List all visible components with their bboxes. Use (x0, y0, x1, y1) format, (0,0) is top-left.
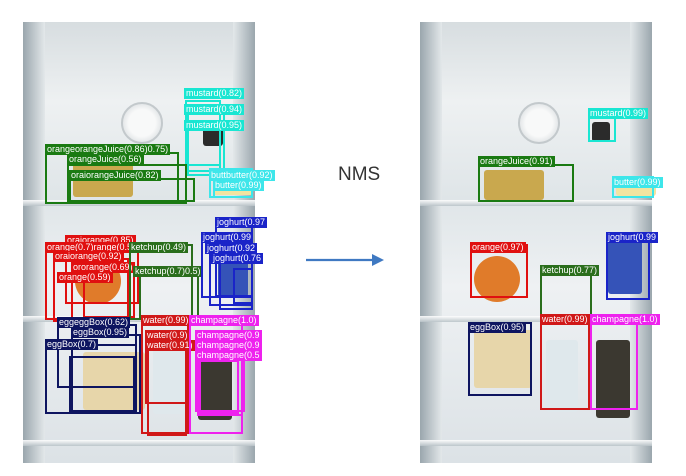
orange-fruit (474, 256, 520, 302)
detection-label-water: water(0.91) (145, 340, 195, 351)
detection-label-egg-box: eggBox(0.7) (45, 339, 99, 350)
fridge-shelf (420, 440, 652, 446)
detection-label-ketchup: ketchup(0.77) (540, 265, 600, 276)
fridge-left-wall (420, 22, 442, 463)
detection-label-water: water(0.9) (145, 330, 190, 341)
egg-box-box (468, 322, 532, 396)
orange-juice-box (478, 164, 574, 202)
detection-label-joghurt: joghurt(0.76 (211, 253, 264, 264)
detection-label-mustard: mustard(0.99) (588, 108, 649, 119)
detection-label-butter: butter(0.99) (213, 180, 264, 191)
detection-label-egg-box: eggBox(0.95) (71, 327, 130, 338)
thermostat-dial (518, 102, 560, 144)
fridge-shelf (420, 316, 652, 322)
raw-detections-panel: mustard(0.82) mustard(0.94) mustard(0.95… (23, 22, 275, 463)
champagne-bottle (596, 340, 630, 418)
detection-label-joghurt: joghurt(0.92 (205, 243, 258, 254)
detection-label-joghurt: joghurt(0.97 (215, 217, 268, 228)
detection-label-joghurt: joghurt(0.99 (201, 232, 254, 243)
fridge-shelf (23, 440, 255, 446)
detection-label-mustard: mustard(0.82) (184, 88, 245, 99)
mustard-jar (592, 122, 610, 142)
joghurt-box (233, 268, 253, 304)
detection-label-water: water(0.99) (141, 315, 191, 326)
detection-label-champagne: champagne(0.5 (195, 350, 262, 361)
detection-label-orange-juice: orangeJuice(0.91) (478, 156, 555, 167)
water-box (147, 344, 187, 436)
detection-label-ketchup: ketchup(0.49) (129, 242, 189, 253)
orange-juice-box (67, 164, 187, 204)
ketchup-box (540, 272, 592, 318)
thermostat-dial (121, 102, 163, 144)
detection-label-orange: ororange(0.69) (71, 262, 135, 273)
detection-label-champagne: champagne(0.9 (195, 340, 262, 351)
detection-label-butter: buttbutter(0.92) (209, 170, 275, 181)
egg-box-box (69, 356, 135, 412)
detection-label-orange: orange(0.7)range(0.5) (45, 242, 138, 253)
detection-label-champagne: champagne(0.9 (195, 330, 262, 341)
champagne-box (199, 360, 239, 414)
detection-label-egg-box: eggBox(0.95) (468, 322, 527, 333)
orange-juice-carton (484, 170, 544, 200)
detection-label-champagne: champagne(1.0) (189, 315, 259, 326)
detection-label-orange: orange(0.97) (470, 242, 526, 253)
water-bottle (546, 340, 578, 412)
fridge-shelf (420, 200, 652, 206)
nms-detections-panel: mustard(0.99) orangeJuice(0.91) butter(0… (420, 22, 663, 463)
detection-label-mustard: mustard(0.95) (184, 120, 245, 131)
detection-label-orange-juice: orangeJuice(0.56) (67, 154, 144, 165)
detection-label-orange: orange(0.59) (57, 272, 113, 283)
detection-label-egg-box: eggeggBox(0.62) (57, 317, 131, 328)
detection-label-butter: butter(0.99) (612, 177, 663, 188)
egg-box (474, 330, 532, 388)
fridge-left-wall (23, 22, 45, 463)
detection-label-champagne: champagne(1.0) (590, 314, 660, 325)
champagne-box (590, 318, 638, 410)
detection-label-joghurt: joghurt(0.99 (606, 232, 659, 243)
orange-juice-box (69, 178, 195, 202)
detection-label-ketchup: ketchup(0.7)0.5) (133, 266, 203, 277)
detection-label-water: water(0.99) (540, 314, 590, 325)
detection-label-orange: oraiorange(0.85) (65, 235, 136, 246)
ketchup-box (139, 270, 199, 320)
detection-label-mustard: mustard(0.94) (184, 104, 245, 115)
water-box (540, 318, 590, 410)
joghurt-cup (608, 234, 642, 294)
arrow-right-icon (306, 254, 384, 266)
detection-label-orange: oraiorange(0.92) (53, 251, 124, 262)
nms-annotation: NMS (338, 164, 381, 185)
detection-label-orange-juice: oraiorangeJuice(0.82) (69, 170, 161, 181)
detection-label-orange-juice: orangeorangeJuice(0.86)0.75) (45, 144, 171, 155)
